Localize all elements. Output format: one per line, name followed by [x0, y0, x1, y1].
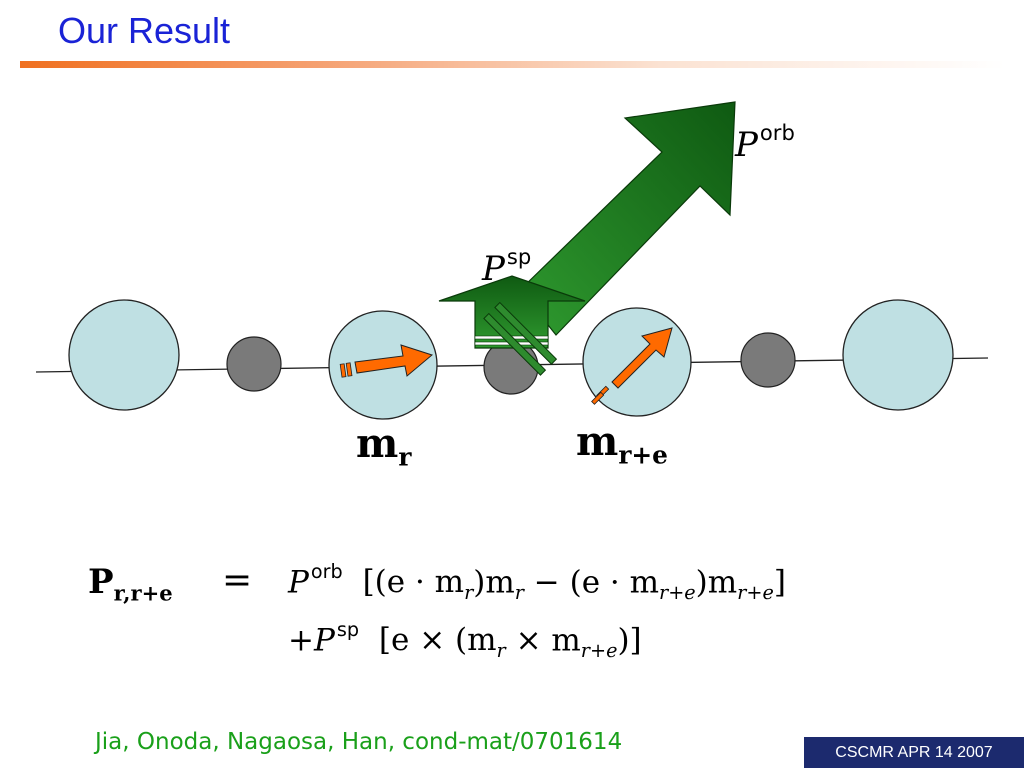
- m-r-label: mr: [356, 420, 412, 472]
- ligand-site-3: [740, 332, 796, 388]
- slide-title: Our Result: [58, 10, 231, 51]
- ligand-site-1: [226, 336, 282, 392]
- equation-equals: =: [222, 560, 253, 601]
- title-underline: [20, 61, 1005, 68]
- citation: Jia, Onoda, Nagaosa, Han, cond-mat/07016…: [95, 729, 623, 755]
- p-orb-label: Porb: [735, 120, 795, 165]
- m-r-plus-e-label: mr+e: [576, 418, 668, 470]
- p-sp-label: Psp: [482, 244, 532, 289]
- magnetic-site-4: [842, 299, 954, 411]
- p-orb-arrow-tail: [483, 301, 558, 376]
- magnetic-site-1: [68, 299, 180, 411]
- footer-label: CSCMR APR 14 2007: [804, 737, 1024, 768]
- equation-lhs: Pr,r+e: [88, 562, 173, 606]
- spin-arrow-m-r: [339, 344, 434, 378]
- spin-arrow-m-r-plus-e: [591, 327, 673, 405]
- p-orb-arrow: [519, 101, 736, 336]
- p-sp-arrow: [438, 275, 586, 349]
